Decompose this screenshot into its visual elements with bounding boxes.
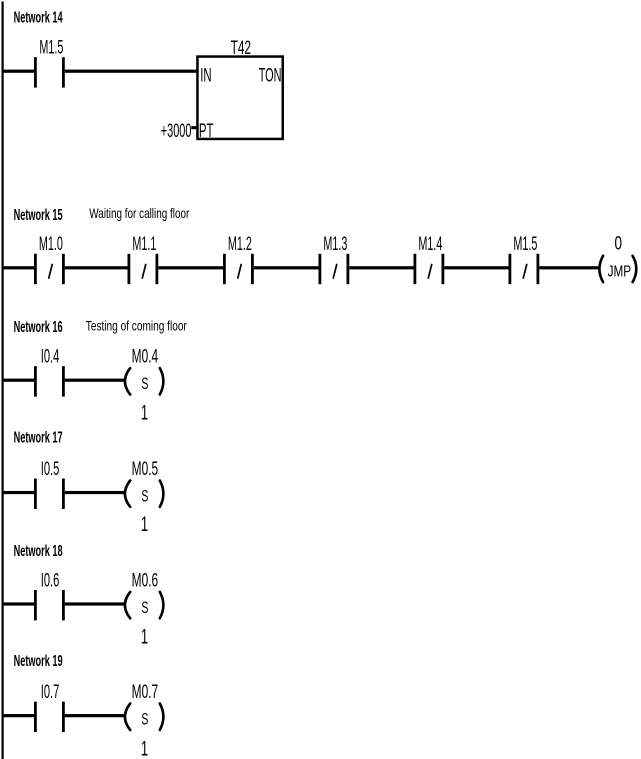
svg-text:M0.7: M0.7	[132, 682, 159, 702]
svg-text:1: 1	[141, 400, 148, 424]
svg-text:M0.5: M0.5	[132, 459, 159, 479]
svg-text:I0.4: I0.4	[41, 347, 60, 367]
svg-text:M1.4: M1.4	[418, 235, 442, 255]
svg-text:JMP: JMP	[608, 262, 631, 280]
svg-text:Network 16: Network 16	[14, 318, 63, 336]
svg-text:1: 1	[141, 624, 148, 648]
svg-text:Network 17: Network 17	[14, 428, 63, 446]
svg-text:Network 15: Network 15	[14, 206, 63, 224]
svg-text:S: S	[141, 374, 148, 393]
svg-text:M1.5: M1.5	[513, 235, 537, 255]
svg-text:Network 14: Network 14	[14, 8, 63, 26]
svg-text:I0.7: I0.7	[41, 682, 60, 702]
svg-text:M1.5: M1.5	[39, 38, 63, 58]
svg-text:PT: PT	[199, 122, 214, 142]
svg-text:M0.4: M0.4	[132, 347, 159, 367]
svg-text:Network 19: Network 19	[14, 652, 63, 670]
svg-text:TON: TON	[259, 66, 282, 86]
svg-text:Testing of coming floor: Testing of coming floor	[86, 320, 187, 334]
svg-text:0: 0	[614, 234, 622, 254]
svg-text:1: 1	[141, 736, 148, 759]
svg-text:Waiting for calling floor: Waiting for calling floor	[89, 207, 189, 221]
svg-text:I0.5: I0.5	[41, 459, 60, 479]
svg-text:S: S	[141, 597, 148, 616]
svg-text:M0.6: M0.6	[132, 571, 159, 591]
svg-text:IN: IN	[200, 66, 211, 86]
svg-text:M1.1: M1.1	[132, 235, 156, 255]
svg-text:+3000: +3000	[161, 121, 192, 141]
svg-text:S: S	[141, 486, 148, 505]
svg-text:S: S	[141, 709, 148, 728]
svg-text:M1.0: M1.0	[39, 235, 63, 255]
svg-text:M1.2: M1.2	[228, 235, 252, 255]
svg-text:Network 18: Network 18	[14, 542, 63, 560]
svg-text:I0.6: I0.6	[41, 571, 60, 591]
svg-text:1: 1	[141, 512, 148, 536]
svg-text:M1.3: M1.3	[323, 235, 347, 255]
svg-text:T42: T42	[231, 38, 251, 58]
